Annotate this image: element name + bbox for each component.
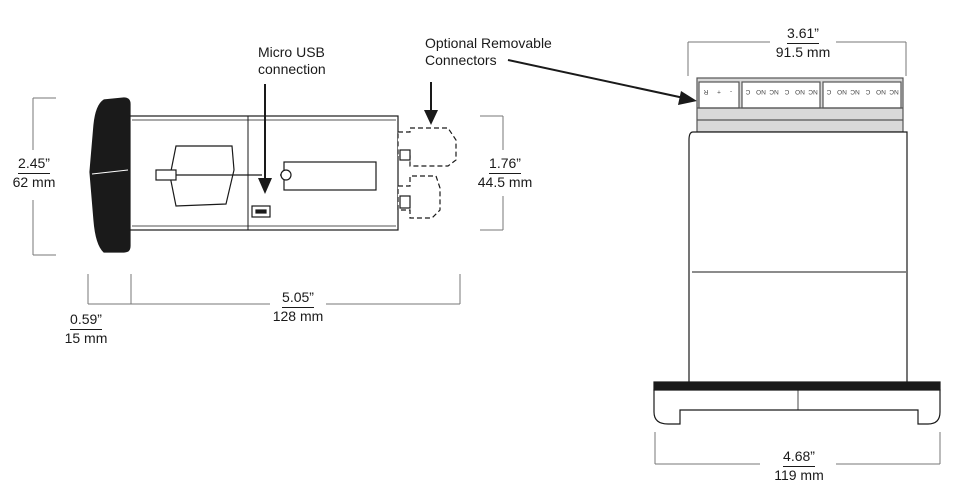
bezel-inches: 0.59”: [70, 311, 102, 330]
overall-width-label: 4.68” 119 mm: [762, 448, 836, 484]
top-view: [653, 77, 941, 425]
depth-dimension-label: 5.05” 128 mm: [262, 289, 334, 325]
mounting-bracket: [169, 145, 235, 207]
height-inches: 2.45”: [18, 155, 50, 174]
bezel-mm: 15 mm: [64, 330, 108, 346]
connector-width-mm: 91.5 mm: [775, 44, 831, 60]
height-dimension-label: 2.45” 62 mm: [4, 155, 64, 191]
terminal-label-a-3: C: [784, 88, 789, 95]
connectors-label-line-1: Optional Removable: [425, 35, 552, 51]
connectors-label-line-2: Connectors: [425, 52, 497, 68]
connector-width-label: 3.61” 91.5 mm: [766, 25, 840, 61]
usb-arrowhead: [258, 178, 272, 194]
terminal-label-a-0: C: [745, 88, 750, 95]
rear-connector-top: [397, 127, 457, 167]
terminal-label-a-4: NO: [795, 88, 805, 95]
top-dimensions: [654, 41, 941, 465]
bezel-dimension-label: 0.59” 15 mm: [56, 311, 116, 347]
connector-width-inches: 3.61”: [787, 25, 819, 44]
connector-height-inches: 1.76”: [489, 155, 521, 174]
side-view: [89, 97, 457, 253]
bezel-ridge: [91, 169, 129, 175]
front-bezel: [89, 97, 131, 253]
usb-label-line-1: Micro USB: [258, 44, 325, 60]
connector-height-label: 1.76” 44.5 mm: [470, 155, 540, 191]
terminal-label-power-1: +: [717, 88, 721, 95]
top-bezel: [653, 389, 941, 425]
top-enclosure: [688, 131, 908, 385]
depth-mm: 128 mm: [272, 308, 324, 324]
connector-arrowhead: [424, 110, 438, 125]
terminal-label-a-2: NC: [769, 88, 779, 95]
terminal-label-b-0: C: [826, 88, 831, 95]
connector-top-arrowhead: [678, 91, 697, 105]
depth-inches: 5.05”: [282, 289, 314, 308]
top-bezel-dark: [653, 381, 941, 391]
terminal-label-b-1: NO: [837, 88, 847, 95]
side-dimensions: [32, 97, 504, 305]
terminal-label-b-5: NC: [889, 88, 899, 95]
connectors-callout-label: Optional Removable Connectors: [425, 35, 552, 69]
overall-width-mm: 119 mm: [774, 467, 824, 483]
terminal-label-b-3: C: [865, 88, 870, 95]
terminal-label-power-2: -: [730, 88, 732, 95]
height-mm: 62 mm: [12, 174, 56, 190]
connector-height-mm: 44.5 mm: [477, 174, 533, 190]
callout-arrows: [258, 59, 697, 194]
usb-callout-label: Micro USB connection: [258, 44, 326, 78]
terminal-label-a-5: NC: [808, 88, 818, 95]
connector-top-pointer-line: [507, 59, 685, 99]
terminal-label-b-2: NC: [850, 88, 860, 95]
terminal-label-a-1: NO: [756, 88, 766, 95]
terminal-labels: R + - C NO NC C NO NC C NO NC C NO NC: [703, 88, 898, 95]
usb-label-line-2: connection: [258, 61, 326, 77]
terminal-label-power-0: R: [703, 88, 708, 95]
overall-width-inches: 4.68”: [783, 448, 815, 467]
terminal-label-b-4: NO: [876, 88, 886, 95]
